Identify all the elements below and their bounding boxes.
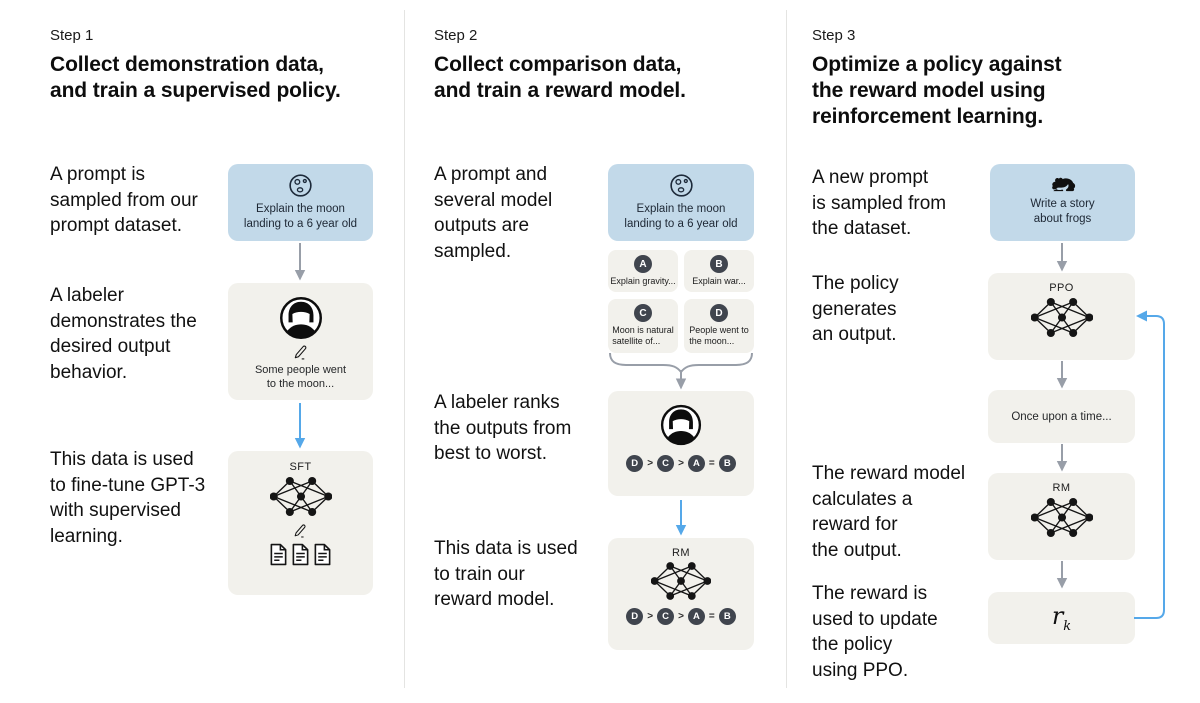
step-3-output-text: Once upon a time... <box>1011 410 1112 423</box>
step-3-prompt-text: Write a story about frogs <box>1030 198 1095 225</box>
arrow-down-icon <box>1056 561 1068 589</box>
step-1-prompt-box: Explain the moon landing to a 6 year old <box>228 164 373 241</box>
step-2-rm-box: RM D > C > A = B <box>608 538 754 650</box>
step-3-prompt-box: Write a story about frogs <box>990 164 1135 241</box>
moon-icon <box>289 174 312 197</box>
step-2-label: Step 2 <box>434 27 478 44</box>
reward-subscript-k: k <box>1063 618 1072 634</box>
step-1-caption-finetune: This data is used to fine-tune GPT-3 wit… <box>50 449 206 547</box>
neural-network-icon <box>269 476 332 517</box>
column-divider-2 <box>786 10 787 688</box>
rank-operator: > <box>678 458 684 469</box>
rank-letter: B <box>718 608 736 625</box>
output-text-d: People went to the moon... <box>689 325 749 346</box>
output-letter-b: B <box>710 255 728 273</box>
step-3-label: Step 3 <box>812 27 856 44</box>
feedback-loop-arrow-icon <box>1134 310 1165 619</box>
arrow-down-blue-icon <box>294 403 306 449</box>
arrow-down-icon <box>294 243 306 281</box>
rank-letter: D <box>626 608 644 625</box>
step-1-prompt-text: Explain the moon landing to a 6 year old <box>243 203 358 230</box>
pencil-icon <box>294 524 306 538</box>
sft-label: SFT <box>289 461 312 473</box>
output-text-c: Moon is natural satellite of... <box>612 325 674 346</box>
step-3-caption-reward: The reward model calculates a reward for… <box>812 463 966 561</box>
column-divider-1 <box>404 10 405 688</box>
arrow-down-icon <box>1056 444 1068 472</box>
rank-operator: > <box>678 611 684 622</box>
rank-operator: > <box>647 611 654 622</box>
arrow-down-icon <box>1056 243 1068 272</box>
rm-label: RM <box>1052 482 1071 494</box>
step-2-caption-sampled: A prompt and several model outputs are s… <box>434 164 553 262</box>
document-icon <box>314 543 331 566</box>
ranking-row: D > C > A = B <box>626 608 736 625</box>
output-box-d: D People went to the moon... <box>684 299 754 353</box>
reward-value: rk <box>1052 602 1071 634</box>
arrow-down-blue-icon <box>675 500 687 536</box>
frog-icon <box>1051 177 1075 192</box>
rank-letter: B <box>718 455 736 472</box>
step-3-caption-policy: The policy generates an output. <box>812 273 899 345</box>
step-2-caption-ranks: A labeler ranks the outputs from best to… <box>434 392 572 464</box>
arrow-down-icon <box>1056 361 1068 389</box>
rank-letter: C <box>657 455 675 472</box>
rank-operator: = <box>708 458 715 469</box>
ranking-row: D > C > A = B <box>626 455 736 472</box>
rank-letter: A <box>687 608 705 625</box>
moon-icon <box>669 174 693 197</box>
step-1-caption-prompt: A prompt is sampled from our prompt data… <box>50 164 198 236</box>
output-letter-a: A <box>634 255 652 273</box>
step-3-output-box: Once upon a time... <box>988 390 1135 443</box>
rank-letter: A <box>687 455 705 472</box>
document-stack-icon <box>269 543 332 566</box>
step-2-prompt-box: Explain the moon landing to a 6 year old <box>608 164 754 241</box>
output-box-a: A Explain gravity... <box>608 250 678 292</box>
rank-operator: = <box>708 611 715 622</box>
step-1-title: Collect demonstration data, and train a … <box>50 53 341 102</box>
step-1-labeler-text: Some people went to the moon... <box>254 364 347 390</box>
neural-network-icon <box>651 562 711 600</box>
step-3-caption-new-prompt: A new prompt is sampled from the dataset… <box>812 167 947 239</box>
output-text-b: Explain war... <box>692 276 746 286</box>
step-3-caption-update: The reward is used to update the policy … <box>812 583 938 681</box>
step-3-reward-box: rk <box>988 592 1135 644</box>
output-letter-d: D <box>710 304 728 322</box>
person-icon <box>660 404 702 446</box>
step-3-rm-box: RM <box>988 473 1135 560</box>
person-icon <box>279 297 322 339</box>
document-icon <box>270 543 287 566</box>
step-1-labeler-box: Some people went to the moon... <box>228 283 373 400</box>
rank-letter: C <box>657 608 675 625</box>
ppo-label: PPO <box>1049 282 1074 294</box>
rank-operator: > <box>647 458 654 469</box>
step-1-label: Step 1 <box>50 27 94 44</box>
reward-symbol-r: r <box>1051 602 1064 631</box>
step-2-title: Collect comparison data, and train a rew… <box>434 53 686 102</box>
neural-network-icon <box>1030 297 1093 338</box>
pencil-icon <box>294 345 306 360</box>
neural-network-icon <box>1030 497 1093 538</box>
document-icon <box>292 543 309 566</box>
output-text-a: Explain gravity... <box>610 276 676 286</box>
output-box-b: B Explain war... <box>684 250 754 292</box>
step-3-ppo-box: PPO <box>988 273 1135 360</box>
merge-brace-arrow-icon <box>609 353 753 390</box>
output-letter-c: C <box>634 304 652 322</box>
step-2-prompt-text: Explain the moon landing to a 6 year old <box>624 203 738 230</box>
step-2-labeler-box: D > C > A = B <box>608 391 754 496</box>
step-2-caption-train: This data is used to train our reward mo… <box>434 538 578 610</box>
step-1-caption-labeler: A labeler demonstrates the desired outpu… <box>50 285 197 383</box>
rank-letter: D <box>626 455 644 472</box>
step-3-title: Optimize a policy against the reward mod… <box>812 53 1062 128</box>
output-box-c: C Moon is natural satellite of... <box>608 299 678 353</box>
rm-label: RM <box>672 547 690 559</box>
step-1-sft-box: SFT <box>228 451 373 595</box>
